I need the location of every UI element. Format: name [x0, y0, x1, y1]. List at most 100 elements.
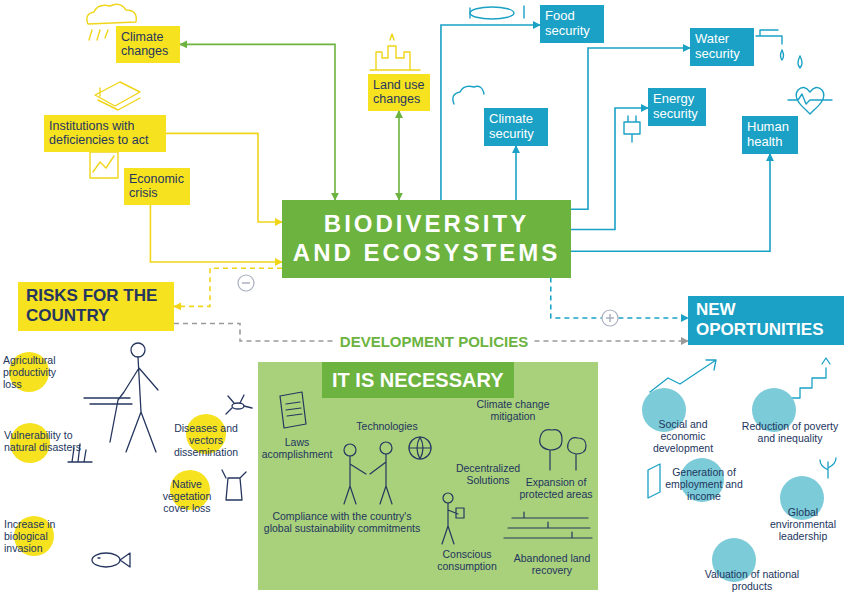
circle-shape — [756, 480, 766, 490]
benefit-icons — [788, 87, 832, 114]
opportunity-title: NEW OPORTUNITIES — [696, 300, 836, 341]
policy-illustration — [409, 437, 431, 459]
sign-symbols — [606, 314, 614, 322]
benefit-icons — [453, 86, 484, 104]
risk-illustration — [68, 343, 252, 567]
risk-title: RISKS FOR THE COUNTRY — [26, 286, 166, 327]
driver-label: Economic crisis — [129, 172, 185, 201]
connector — [398, 111, 400, 200]
benefit-icons — [470, 7, 514, 19]
benefit-label: Climate security — [489, 112, 543, 142]
benefit-icons — [798, 56, 802, 68]
benefit-box: Food security — [540, 5, 604, 43]
driver-label: Institutions with deficiencies to act — [49, 119, 161, 148]
opportunity-illustration — [648, 464, 660, 498]
panel-heading: IT IS NECESSARY — [322, 362, 514, 398]
circle-shape — [150, 468, 160, 478]
benefit-label: Food security — [545, 9, 599, 39]
benefit-label: Energy security — [653, 92, 701, 122]
policy-item: Laws acomplishment — [260, 436, 334, 460]
connector — [515, 146, 517, 200]
opportunity-circle: Generation of employment and income — [662, 456, 746, 502]
policy-illustration — [370, 454, 392, 504]
policy-item: Technologies — [346, 420, 428, 432]
opportunity-circle: Valuation of national products — [700, 542, 804, 592]
benefit-icons — [624, 116, 640, 142]
opportunity-circle: Global environmental leadership — [756, 480, 850, 542]
benefit-box: Energy security — [648, 88, 706, 126]
sign-symbols — [238, 275, 254, 291]
opportunity-circle: Social and economic development — [636, 392, 730, 454]
opportunity-label: Social and economic development — [636, 418, 730, 454]
policy-item: Climate change mitigation — [463, 398, 563, 422]
driver-box: Economic crisis — [124, 168, 190, 205]
circle-shape — [700, 542, 710, 552]
policy-illustration — [443, 493, 453, 503]
circle-shape — [662, 456, 672, 466]
policy-illustration — [540, 430, 562, 470]
opportunity-circle: Reduction of poverty and inequality — [734, 398, 846, 444]
policy-panel: IT IS NECESSARY Technologies Climate chang… — [258, 362, 598, 590]
benefit-icons — [756, 30, 784, 60]
policy-item: Conscious consumption — [426, 548, 508, 572]
risk-label: Diseases and vectors dissemination — [166, 422, 246, 458]
connector — [571, 154, 770, 251]
sign-symbols — [238, 275, 618, 326]
connector — [551, 278, 688, 318]
driver-icons — [90, 152, 118, 178]
benefit-label: Human health — [747, 120, 793, 150]
risk-circle: Increase in biological invasion — [4, 512, 76, 554]
policy-item: Expansion of protected areas — [516, 476, 596, 500]
benefit-box: Water security — [690, 28, 754, 66]
benefit-label: Water security — [695, 32, 749, 62]
opportunity-label: Generation of employment and income — [662, 466, 746, 502]
policy-illustration — [568, 438, 586, 470]
driver-box: Institutions with deficiencies to act — [44, 115, 166, 152]
opportunity-label: Valuation of national products — [700, 568, 804, 592]
risk-illustration — [226, 395, 252, 414]
driver-icons — [87, 4, 136, 24]
risk-label: Agricultural productivity loss — [3, 354, 75, 390]
policy-illustration — [344, 444, 356, 456]
risk-circle: Diseases and vectors dissemination — [166, 416, 246, 458]
risk-label: Native vegetation cover loss — [150, 478, 224, 514]
risk-circle: Vulnerability to natural disasters — [4, 425, 84, 453]
opportunity-illustration — [790, 358, 830, 398]
driver-label: Climate changes — [121, 30, 175, 59]
central-title: BIODIVERSITY AND ECOSYSTEMS — [290, 210, 563, 268]
risk-illustration — [232, 403, 244, 409]
sign-symbols — [602, 310, 618, 326]
connector — [571, 48, 690, 209]
policy-illustration — [380, 442, 392, 454]
benefit-icons — [470, 6, 524, 18]
driver-icons — [95, 82, 140, 110]
central-box: BIODIVERSITY AND ECOSYSTEMS — [282, 200, 571, 278]
policy-illustration — [280, 392, 306, 428]
policy-illustration — [504, 512, 592, 538]
risk-illustration — [84, 398, 132, 404]
driver-icons — [89, 30, 108, 40]
opportunity-illustration — [820, 458, 836, 478]
opportunity-illustration — [650, 360, 716, 392]
policy-illustration — [344, 456, 366, 504]
opportunity-label: Global environmental leadership — [756, 506, 850, 542]
policy-item: Abandoned land recovery — [508, 552, 596, 576]
opportunity-header: NEW OPORTUNITIES — [688, 296, 844, 345]
risk-header: RISKS FOR THE COUNTRY — [18, 282, 174, 331]
driver-box: Land use changes — [368, 74, 430, 111]
risk-illustration — [222, 470, 246, 500]
driver-box: Climate changes — [116, 26, 180, 63]
benefit-box: Climate security — [484, 108, 548, 146]
risk-illustration — [131, 343, 145, 357]
risk-label: Vulnerability to natural disasters — [4, 429, 84, 453]
risk-illustration — [92, 553, 120, 567]
risk-illustration — [98, 553, 130, 567]
policy-item: Decentralized Solutions — [446, 462, 530, 486]
edge-label: DEVELOPMENT POLICIES — [335, 333, 533, 350]
policy-illustration — [409, 437, 431, 459]
connector — [150, 205, 282, 262]
driver-label: Land use changes — [373, 78, 425, 107]
opportunity-label: Reduction of poverty and inequality — [734, 420, 846, 444]
